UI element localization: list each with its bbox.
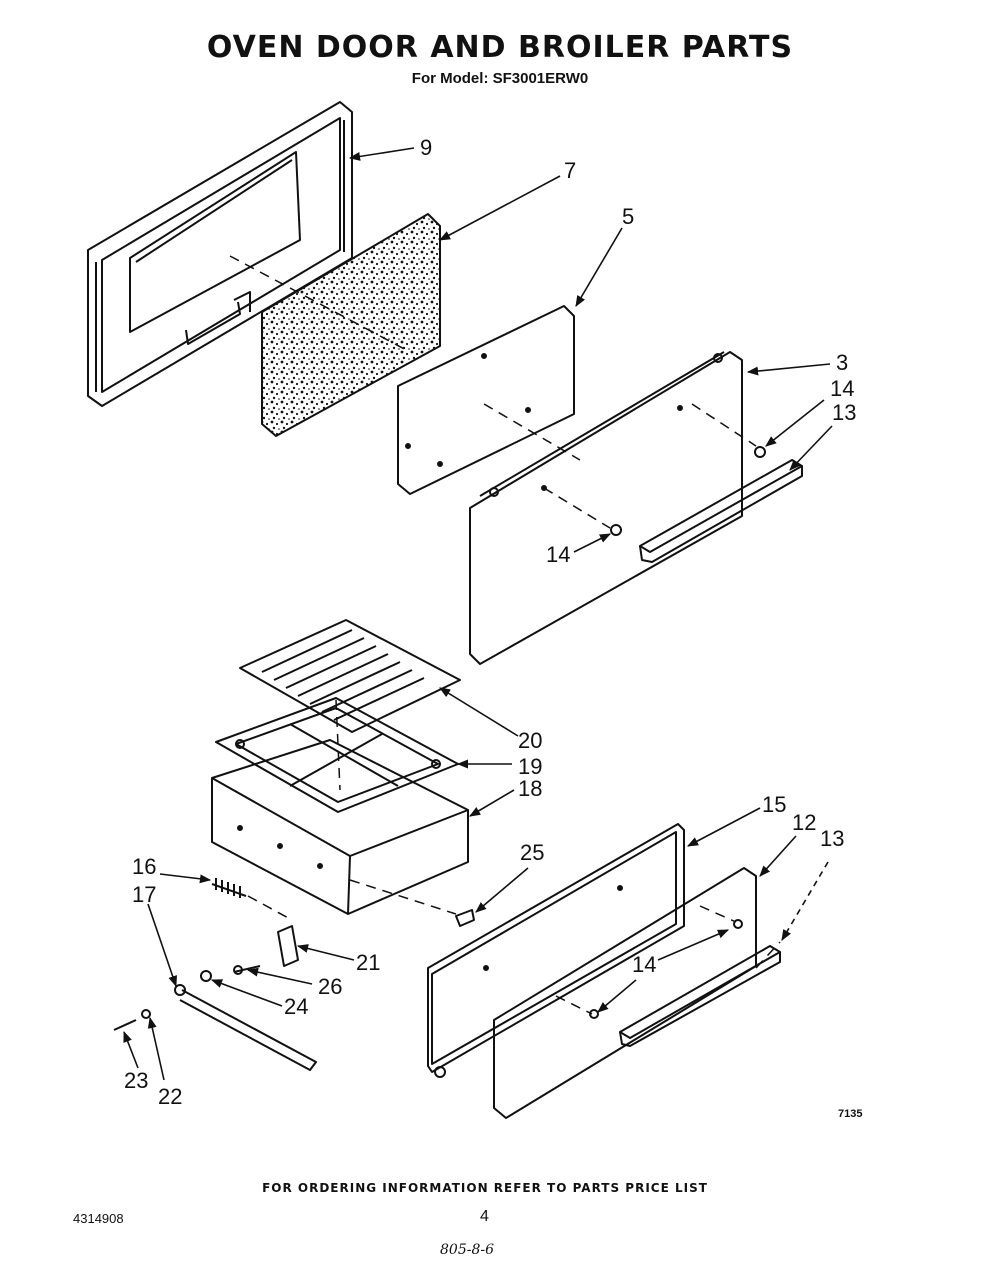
figure-code: 7135 <box>838 1108 863 1120</box>
callout-3: 3 <box>836 350 848 375</box>
callout-9: 9 <box>420 135 432 160</box>
part-19-broiler-pan-liner <box>215 697 459 813</box>
hardware-24-22-23 <box>113 970 317 1071</box>
part-7-insulation <box>261 213 441 437</box>
leader-lines <box>123 147 833 1081</box>
part-18-broiler-pan <box>211 739 469 915</box>
callout-13: 13 <box>832 400 856 425</box>
callout-14: 14 <box>830 376 854 401</box>
part-12-drawer-front <box>493 867 757 1119</box>
document-number: 4314908 <box>73 1211 124 1226</box>
model-subtitle: For Model: SF3001ERW0 <box>411 70 589 87</box>
page-title: OVEN DOOR AND BROILER PARTS <box>206 30 794 65</box>
callout-12: 12 <box>792 810 816 835</box>
part-3-outer-door <box>469 351 743 665</box>
callout-25: 25 <box>520 840 544 865</box>
callout-21: 21 <box>356 950 380 975</box>
callout-labels: 9 7 5 3 14 13 14 20 19 18 15 12 13 16 17… <box>124 135 856 1109</box>
part-13-drawer-handle-lower <box>619 945 781 1047</box>
callout-18: 18 <box>518 776 542 801</box>
callout-26: 26 <box>318 974 342 999</box>
part-5-glass-panel <box>397 305 575 495</box>
handwritten-note: 805-8-6 <box>440 1242 494 1258</box>
callout-13: 13 <box>820 826 844 851</box>
callout-20: 20 <box>518 728 542 753</box>
part-16-spring <box>211 878 247 898</box>
callout-5: 5 <box>622 204 634 229</box>
callout-14: 14 <box>546 542 570 567</box>
page-number: 4 <box>480 1208 489 1225</box>
part-25-clip <box>455 909 475 927</box>
ordering-note: FOR ORDERING INFORMATION REFER TO PARTS … <box>262 1181 708 1195</box>
part-20-broiler-grid <box>239 619 461 733</box>
part-21-latch <box>277 925 299 967</box>
assembly-guide-lines <box>229 255 781 1015</box>
callout-15: 15 <box>762 792 786 817</box>
callout-23: 23 <box>124 1068 148 1093</box>
part-15-drawer-liner <box>427 823 685 1078</box>
callout-17: 17 <box>132 882 156 907</box>
callout-7: 7 <box>564 158 576 183</box>
callout-14: 14 <box>632 952 656 977</box>
callout-19: 19 <box>518 754 542 779</box>
callout-16: 16 <box>132 854 156 879</box>
callout-22: 22 <box>158 1084 182 1109</box>
callout-24: 24 <box>284 994 308 1019</box>
part-26-screw <box>233 965 261 975</box>
part-13-door-handle-upper <box>610 446 803 563</box>
